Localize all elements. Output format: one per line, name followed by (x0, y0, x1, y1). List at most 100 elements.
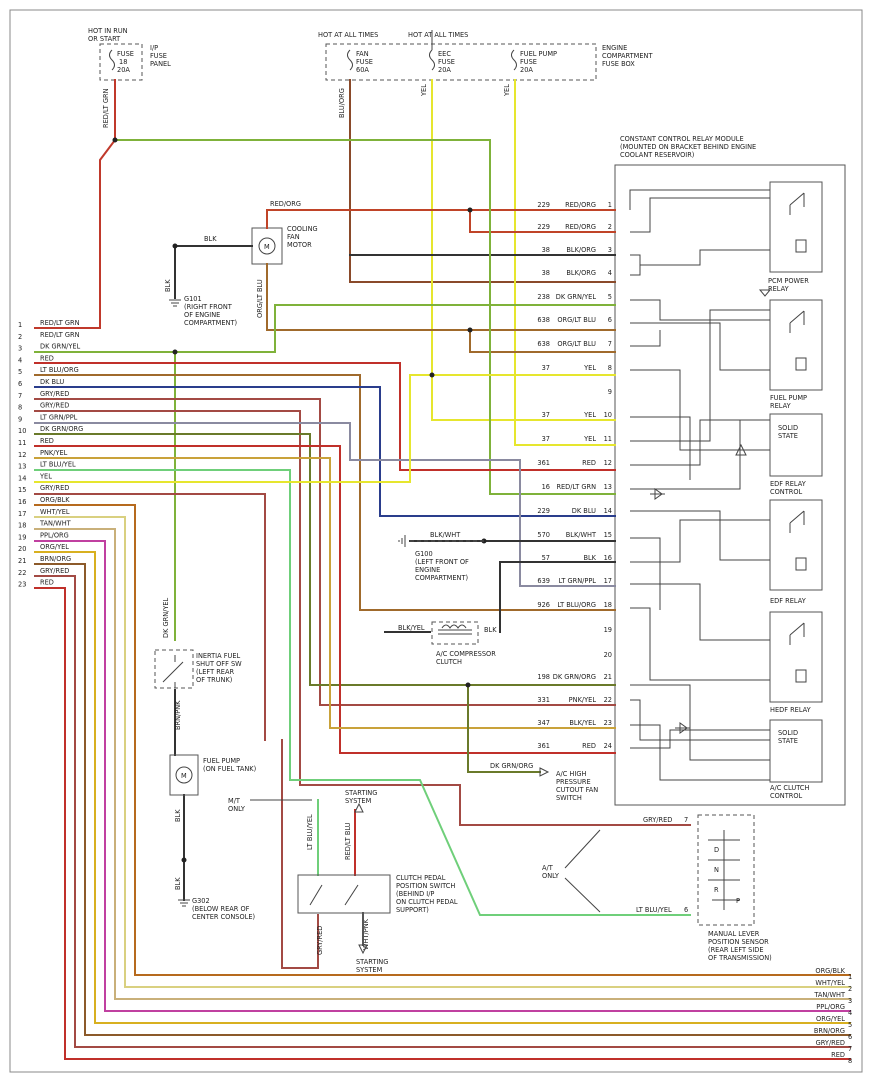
fuel-pump-motor-icon (175, 766, 193, 784)
left-connector-pin-number: 5 (18, 368, 22, 376)
ac-ctrl-label-2: CONTROL (770, 792, 803, 800)
fuel-pump-relay (769, 299, 823, 391)
ccrm-pin-circuit: 37 (542, 364, 550, 372)
bottom-right-connector-labels: ORG/BLK1WHT/YEL2TAN/WHT3PPL/ORG4ORG/YEL5… (813, 967, 852, 1065)
mlps-letter-r: R (714, 886, 719, 894)
fan-fuse-amps: 60A (356, 66, 369, 74)
ip-panel-label-2: FUSE (150, 52, 167, 60)
left-connector-pin-color: RED/LT GRN (40, 331, 80, 339)
ccrm-pin-color: RED (582, 742, 596, 750)
left-connector-pin-color: GRY/RED (40, 567, 69, 575)
left-connector-pin-color: RED (40, 437, 54, 445)
edf-ctrl-label-2: CONTROL (770, 488, 803, 496)
ccrm-pin-circuit: 229 (537, 201, 550, 209)
ccrm-pin-color: RED/ORG (565, 201, 596, 209)
fan-red-org-label: RED/ORG (270, 200, 301, 208)
mlps-label-2: POSITION SENSOR (708, 938, 769, 946)
left-connector-pin-number: 4 (18, 356, 22, 364)
pcm-relay-label-2: RELAY (768, 285, 790, 293)
left-connector-pin-number: 18 (18, 522, 26, 530)
blu-org-vertical-label: BLU/ORG (338, 88, 346, 118)
inertia-switch-icon (162, 655, 184, 688)
ccrm-pin-color: RED/ORG (565, 223, 596, 231)
solid-state-2-label-2: STATE (778, 737, 798, 745)
ccrm-pin-circuit: 331 (537, 696, 550, 704)
ccrm-pin-circuit: 37 (542, 411, 550, 419)
ac-switch-label-1: A/C HIGH (556, 770, 586, 778)
left-connector-pin-number: 13 (18, 463, 26, 471)
ip-hot-label-2: OR START (88, 35, 121, 43)
mlps-label-1: MANUAL LEVER (708, 930, 760, 938)
inertia-label-4: OF TRUNK) (196, 676, 232, 684)
ccrm-pin-circuit: 639 (537, 577, 550, 585)
ccrm-module-outline (614, 164, 846, 806)
ac-switch-label-4: SWITCH (556, 794, 582, 802)
gry-red-label: GRY/RED (316, 926, 324, 955)
bottom-right-pin-number: 4 (848, 1009, 852, 1017)
lt-blu-yel-label: LT BLU/YEL (306, 814, 314, 850)
mlps-letter-p: P (736, 897, 740, 905)
ccrm-pin-number: 9 (608, 388, 612, 396)
bottom-right-pin-number: 2 (848, 985, 852, 993)
ccrm-pin-color: BLK/ORG (566, 269, 596, 277)
g302-label-2: (BELOW REAR OF (192, 905, 250, 913)
eec-fuse-label: EEC (438, 50, 451, 58)
left-connector-pin-color: LT BLU/YEL (40, 461, 76, 469)
ccrm-pin-color: LT BLU/ORG (557, 601, 596, 609)
at-only-label-2: ONLY (542, 872, 560, 880)
ccrm-pin-circuit: 229 (537, 223, 550, 231)
starting-system-bottom-label-2: SYSTEM (356, 966, 383, 974)
diagram-border (9, 9, 863, 1073)
left-connector-pin-color: GRY/RED (40, 390, 69, 398)
eec-fuse-symbol (429, 49, 435, 71)
red-lt-blu-label: RED/LT BLU (344, 822, 352, 860)
ccrm-pin-circuit: 361 (537, 742, 550, 750)
fan-motor-label-2: FAN (287, 233, 300, 241)
ccrm-internal-wiring (629, 189, 772, 781)
left-connector-pin-number: 6 (18, 380, 22, 388)
left-connector-pin-number: 8 (18, 404, 22, 412)
ccrm-pin-circuit: 926 (537, 601, 550, 609)
fan-blk-label: BLK (204, 235, 217, 243)
fuse-feed-wires (114, 79, 616, 446)
ccrm-title-1: CONSTANT CONTROL RELAY MODULE (620, 135, 744, 143)
ip-panel-label-1: I/P (150, 44, 158, 52)
ip-fuse-amps: 20A (117, 66, 130, 74)
clutch-switch-label-4: ON CLUTCH PEDAL (396, 898, 458, 906)
left-connector-pin-color: LT GRN/PPL (40, 413, 78, 421)
ccrm-pin-number: 10 (604, 411, 612, 419)
left-connector-pin-color: RED (40, 579, 54, 587)
ccrm-title-2: (MOUNTED ON BRACKET BEHIND ENGINE (620, 143, 756, 151)
ip-fuse-symbol (109, 49, 115, 71)
ccrm-pin-circuit: 198 (537, 673, 550, 681)
bottom-right-pin-number: 5 (848, 1021, 852, 1029)
fuse-box-label-3: FUSE BOX (602, 60, 635, 68)
ac-clutch-label-2: CLUTCH (436, 658, 462, 666)
starting-system-bottom-arrow-icon (358, 944, 368, 955)
g100-blk-wht-label: BLK/WHT (430, 531, 461, 539)
g101-label-3: OF ENGINE (184, 311, 220, 319)
eec-fuse-label-2: FUSE (438, 58, 455, 66)
starting-system-bottom-label-1: STARTING (356, 958, 388, 966)
ccrm-pin-number: 14 (604, 507, 612, 515)
ccrm-pin-color: DK GRN/YEL (556, 293, 597, 301)
left-connector-pin-color: BRN/ORG (40, 555, 71, 563)
ccrm-pin-circuit: 16 (542, 483, 550, 491)
ccrm-pin-circuit: 38 (542, 246, 550, 254)
ip-panel-label-3: PANEL (150, 60, 171, 68)
ac-dk-grn-org-label: DK GRN/ORG (490, 762, 533, 770)
ac-clutch-coil-icon (438, 624, 472, 635)
splice-dots (112, 137, 487, 863)
fp-fuse-symbol (511, 49, 517, 71)
ccrm-pin-color: DK BLU (572, 507, 596, 515)
ip-fuse-number: 18 (119, 58, 127, 66)
left-connector-pin-color: RED/LT GRN (40, 319, 80, 327)
g101-ground-icon (169, 299, 181, 307)
starting-system-top-label-2: SYSTEM (345, 797, 372, 805)
fuel-pump-label-1: FUEL PUMP (203, 757, 240, 765)
mlps-label-4: OF TRANSMISSION) (708, 954, 772, 962)
fan-motor-label-3: MOTOR (287, 241, 312, 249)
ccrm-pin-number: 20 (604, 651, 612, 659)
